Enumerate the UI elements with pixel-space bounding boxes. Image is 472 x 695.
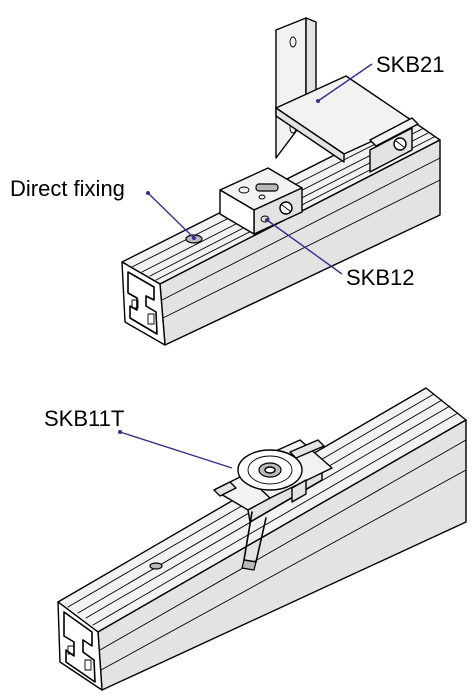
leader-skb11t xyxy=(118,430,233,469)
label-skb12: SKB12 xyxy=(346,265,415,290)
label-skb11t: SKB11T xyxy=(44,406,124,431)
bracket-skb21 xyxy=(275,17,419,173)
label-direct-fixing: Direct fixing xyxy=(10,176,125,201)
leader-direct-fixing xyxy=(146,191,196,240)
top-assembly: SKB21 Direct fixing SKB12 xyxy=(10,17,445,346)
leader-skb21 xyxy=(316,63,373,103)
bottom-assembly: SKB11T xyxy=(44,387,467,691)
leader-skb12 xyxy=(265,218,343,275)
clip-skb12 xyxy=(219,167,303,235)
label-skb21: SKB21 xyxy=(376,52,445,77)
clip-skb11t xyxy=(213,439,333,571)
